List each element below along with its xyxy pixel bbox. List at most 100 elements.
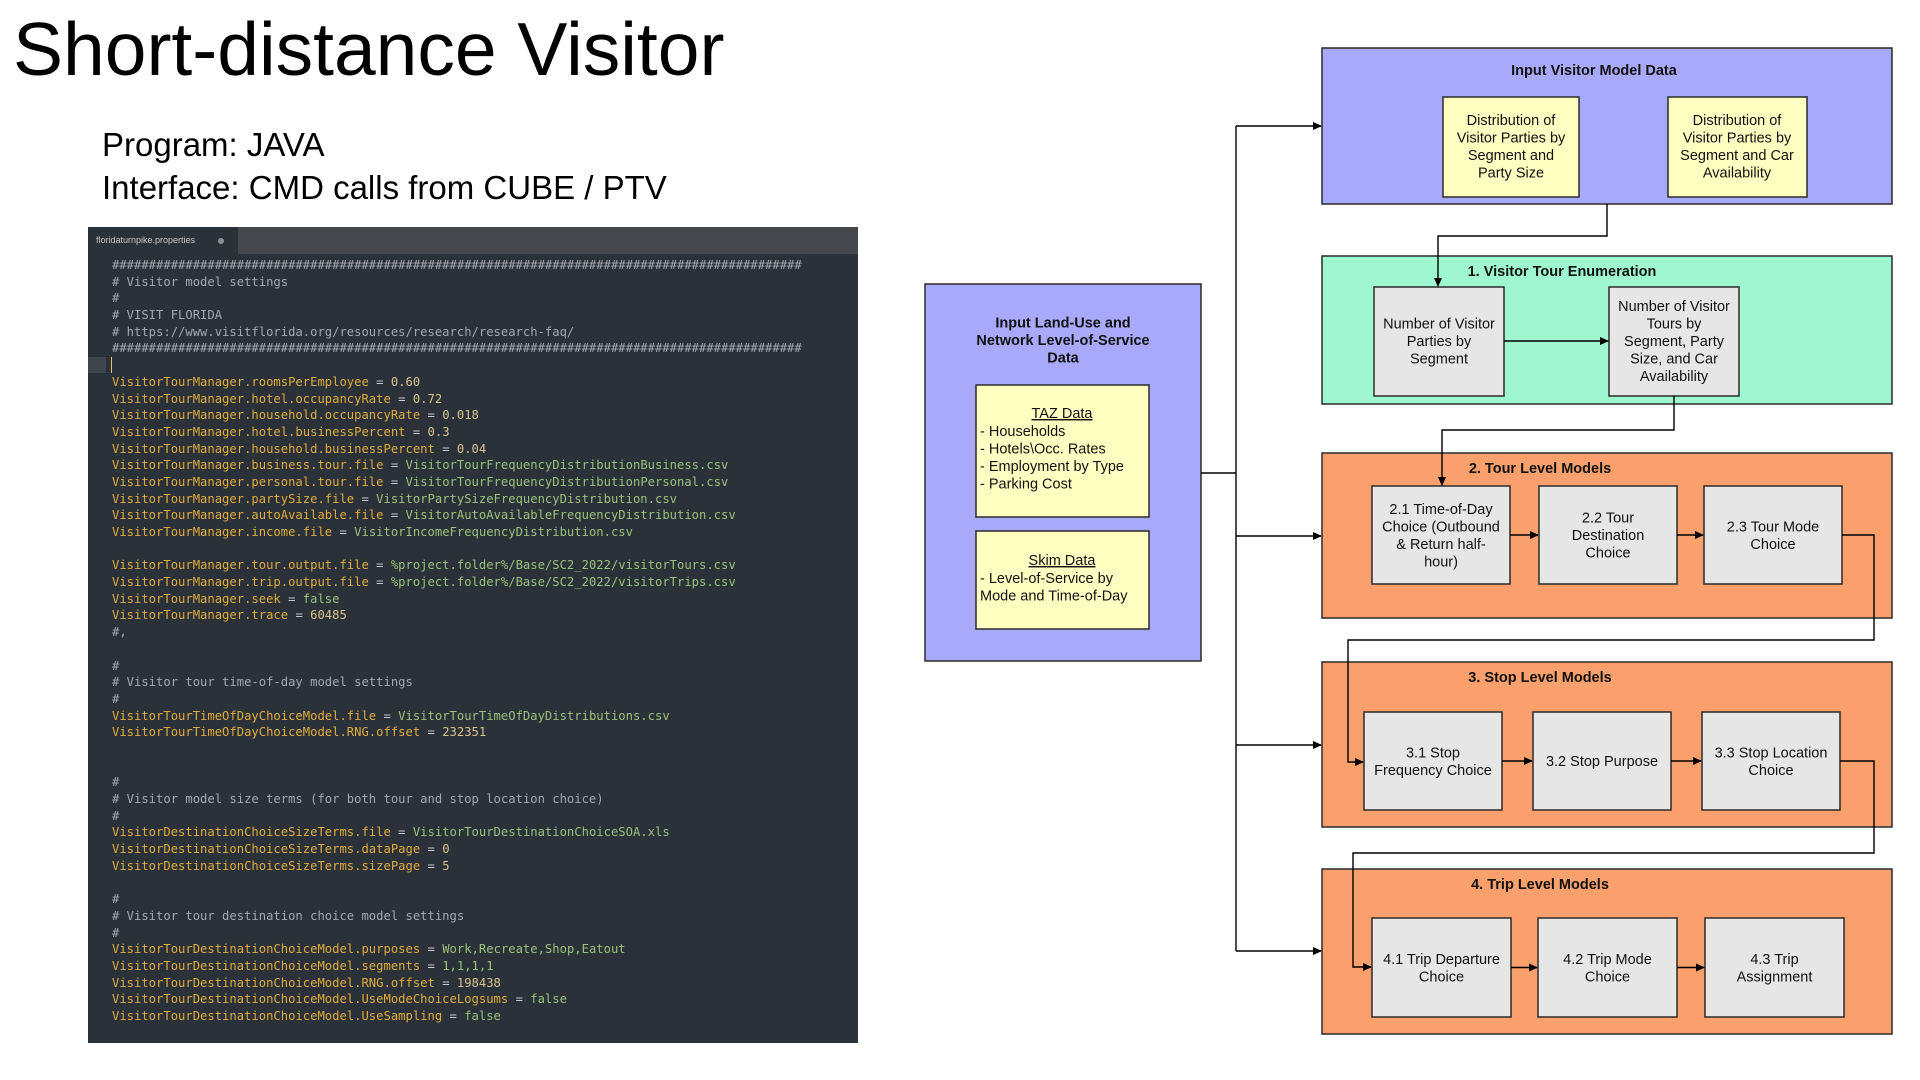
taz-data-box — [975, 384, 1150, 518]
property-line: VisitorTourManager.trace = 60485 — [112, 607, 802, 624]
equals-sign: = — [354, 491, 377, 506]
taz-data-title: TAZ Data — [1032, 406, 1094, 422]
property-key: VisitorTourManager.household.businessPer… — [112, 441, 435, 456]
stop-level-step-text: Choice — [1748, 763, 1793, 779]
equals-sign: = — [420, 958, 443, 973]
tour-level-title: 2. Tour Level Models — [1469, 461, 1611, 477]
code-editor: floridaturnpike.properties #############… — [88, 227, 858, 1043]
property-value: 0.018 — [442, 408, 479, 423]
property-line: VisitorTourDestinationChoiceModel.purpos… — [112, 941, 802, 958]
skim-data-item: Mode and Time-of-Day — [980, 589, 1128, 605]
property-line: VisitorTourTimeOfDayChoiceModel.file = V… — [112, 708, 802, 725]
property-key: VisitorTourManager.income.file — [112, 525, 333, 539]
property-value: 1,1,1,1 — [442, 958, 494, 973]
text-cursor — [111, 357, 112, 373]
property-line: VisitorDestinationChoiceSizeTerms.dataPa… — [112, 841, 802, 858]
property-line: VisitorTourManager.seek = false — [112, 591, 802, 608]
equals-sign: = — [390, 391, 413, 406]
equals-sign: = — [508, 992, 531, 1007]
comment-text: ########################################… — [112, 258, 802, 272]
equals-sign: = — [420, 725, 443, 740]
comment-line: # VISIT FLORIDA — [112, 307, 802, 324]
visitor-parties-car-text: Segment and Car — [1680, 148, 1794, 164]
property-value: %project.folder%/Base/SC2_2022/visitorTr… — [390, 575, 736, 590]
comment-text: # VISIT FLORIDA — [112, 308, 223, 323]
property-value: 198438 — [456, 975, 501, 990]
tour-level-step-text: & Return half- — [1396, 537, 1486, 553]
code-text[interactable]: ########################################… — [112, 257, 802, 1025]
enumeration-to-tour — [1438, 396, 1675, 486]
property-value: 0.3 — [427, 424, 450, 439]
visitor-tours-text: Segment, Party — [1624, 334, 1725, 350]
property-value: false — [302, 591, 340, 606]
property-value: false — [530, 992, 567, 1007]
comment-text: #, — [112, 625, 127, 640]
trip-level-step-text: Choice — [1419, 969, 1464, 985]
comment-text: # Visitor model settings — [112, 274, 289, 289]
property-value: 60485 — [310, 608, 347, 623]
file-tab[interactable]: floridaturnpike.properties — [88, 227, 238, 254]
trip-level-title: 4. Trip Level Models — [1471, 877, 1609, 893]
visitor-parties-size-text: Distribution of — [1467, 113, 1557, 129]
comment-text: ########################################… — [112, 341, 802, 356]
visitor-parties-size-text: Segment and — [1468, 148, 1554, 164]
comment-text: # — [112, 925, 120, 940]
taz-data-item: - Hotels\Occ. Rates — [980, 442, 1106, 458]
visitor-parties-car-text: Distribution of — [1693, 113, 1783, 129]
property-key: VisitorDestinationChoiceSizeTerms.file — [112, 825, 391, 840]
property-key: VisitorTourTimeOfDayChoiceModel.RNG.offs… — [112, 725, 421, 740]
visitor-parties-text: Parties by — [1407, 334, 1472, 350]
property-line: VisitorTourTimeOfDayChoiceModel.RNG.offs… — [112, 724, 802, 741]
comment-line: # — [112, 891, 802, 908]
tour-level-step-text: 2.3 Tour Mode — [1727, 519, 1819, 535]
trip-level-step-text: 4.3 Trip — [1750, 952, 1798, 968]
comment-line: # — [112, 808, 802, 825]
comment-line: # — [112, 658, 802, 675]
comment-line: # Visitor tour time-of-day model setting… — [112, 674, 802, 691]
property-line: VisitorTourManager.household.businessPer… — [112, 441, 802, 458]
visitor-parties-car-text: Visitor Parties by — [1683, 130, 1792, 146]
property-line: VisitorTourManager.hotel.occupancyRate =… — [112, 391, 802, 408]
property-line: VisitorTourManager.tour.output.file = %p… — [112, 557, 802, 574]
skim-data-box — [975, 530, 1150, 630]
trip-level-step-box — [1371, 917, 1512, 1018]
property-key: VisitorTourManager.business.tour.file — [112, 458, 384, 473]
property-line: VisitorTourDestinationChoiceModel.UseSam… — [112, 1008, 802, 1025]
property-value: false — [464, 1008, 501, 1023]
slide-title: Short-distance Visitor — [13, 7, 725, 91]
comment-text: # Visitor model size terms (for both tou… — [112, 792, 604, 806]
visitor-parties-size-box — [1442, 96, 1580, 198]
taz-data-item: - Households — [980, 424, 1065, 440]
property-key: VisitorTourManager.household.occupancyRa… — [112, 408, 421, 423]
tour-level-step-box — [1703, 485, 1843, 585]
input-visitor-title: Input Visitor Model Data — [1511, 63, 1678, 79]
property-line: VisitorTourDestinationChoiceModel.UseMod… — [112, 991, 802, 1008]
visitor-parties-text: Number of Visitor — [1383, 317, 1495, 333]
equals-sign: = — [420, 942, 443, 957]
comment-text: # — [112, 291, 120, 306]
interface-label: Interface: CMD calls from CUBE / PTV — [102, 169, 667, 206]
stop-level-step-text: Frequency Choice — [1374, 763, 1492, 779]
input-to-enumeration — [1434, 204, 1608, 287]
unsaved-dot-icon[interactable] — [218, 238, 224, 244]
visitor-tours-box — [1608, 286, 1740, 397]
equals-sign: = — [434, 975, 457, 990]
property-line: VisitorTourManager.hotel.businessPercent… — [112, 424, 802, 441]
property-line: VisitorDestinationChoiceSizeTerms.sizePa… — [112, 858, 802, 875]
equals-sign: = — [280, 591, 303, 606]
input-landuse-title: Input Land-Use and — [995, 316, 1130, 332]
tour-level-step-text: Choice — [1750, 537, 1795, 553]
property-value: VisitorAutoAvailableFrequencyDistributio… — [405, 508, 736, 523]
equals-sign: = — [368, 558, 391, 573]
property-line: VisitorTourManager.trip.output.file = %p… — [112, 574, 802, 591]
property-key: VisitorTourDestinationChoiceModel.segmen… — [112, 958, 421, 973]
comment-text: # — [112, 808, 120, 823]
property-key: VisitorTourManager.autoAvailable.file — [112, 508, 384, 523]
comment-line: # Visitor tour destination choice model … — [112, 908, 802, 925]
stop-level-step-box — [1532, 711, 1672, 811]
stop-level-step-text: 3.2 Stop Purpose — [1546, 754, 1658, 770]
property-line: VisitorTourManager.income.file = Visitor… — [112, 524, 802, 541]
visitor-parties-size-text: Party Size — [1478, 165, 1544, 181]
taz-data-item: - Parking Cost — [980, 477, 1072, 493]
comment-line: # — [112, 290, 802, 307]
